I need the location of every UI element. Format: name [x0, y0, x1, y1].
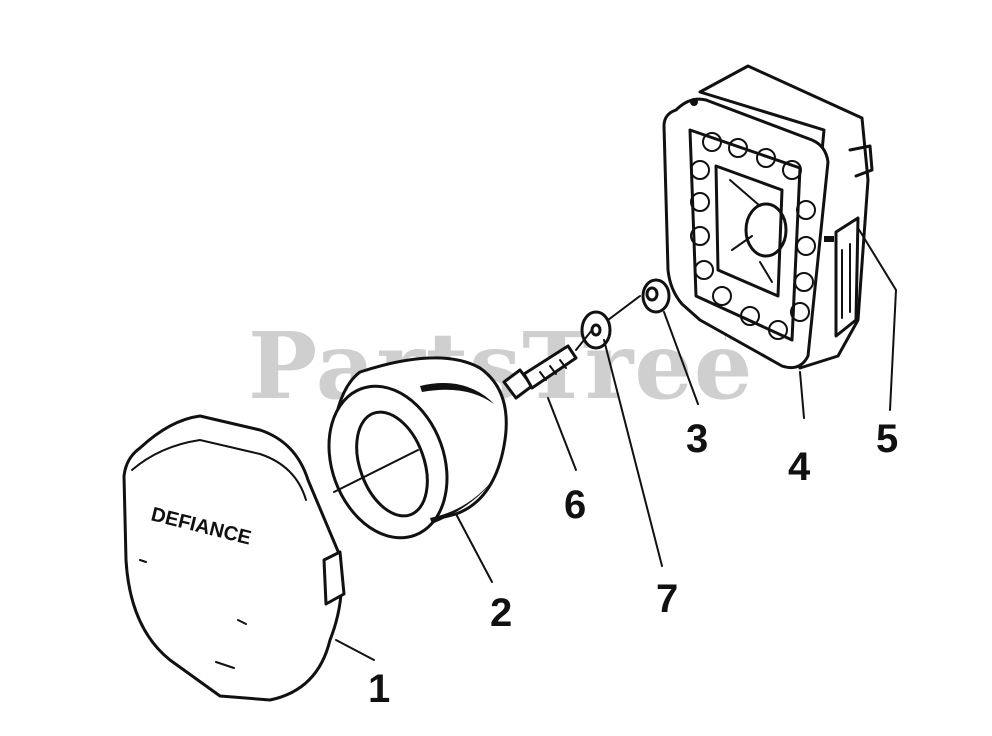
callouts: 1 2 3 4 5 6 7	[368, 417, 898, 711]
assembly-line-cover	[333, 449, 419, 493]
callout-4: 4	[788, 445, 811, 489]
air-cleaner-base	[662, 64, 874, 370]
leader-1	[335, 639, 375, 661]
callout-7: 7	[656, 577, 678, 621]
air-filter-element	[327, 356, 508, 540]
callout-2: 2	[490, 591, 512, 635]
leader-lines	[333, 227, 898, 661]
leader-3	[663, 311, 699, 405]
callout-5: 5	[876, 417, 898, 461]
callout-3: 3	[686, 417, 708, 461]
leader-6	[547, 397, 577, 471]
screw-part	[502, 344, 578, 400]
callout-6: 6	[564, 483, 586, 527]
leader-7	[603, 339, 663, 567]
leader-5	[857, 227, 898, 411]
washer-part	[580, 310, 612, 350]
air-cleaner-cover: DEFIANCE	[122, 414, 346, 702]
spacer-part	[641, 278, 671, 314]
callout-1: 1	[368, 667, 390, 711]
bracket-part	[824, 216, 860, 338]
assembly-line-screw	[575, 295, 641, 351]
leader-4	[799, 371, 805, 419]
leader-2	[455, 513, 493, 583]
